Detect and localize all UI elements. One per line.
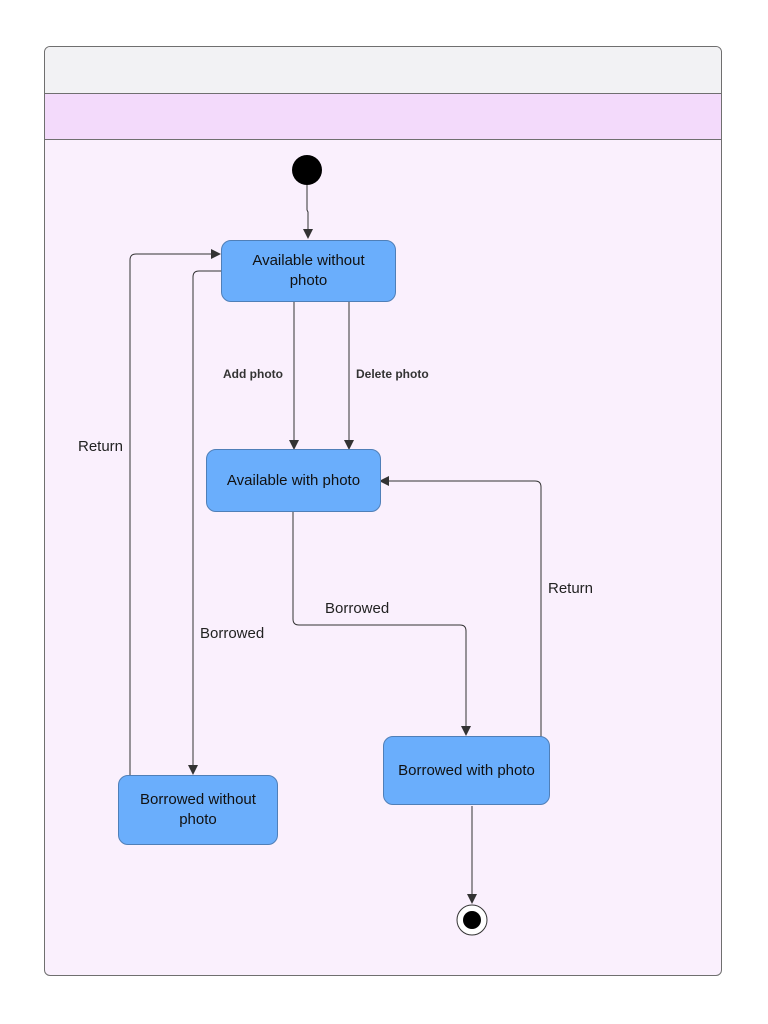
add-photo-label: Add photo: [223, 367, 283, 381]
state-label: Borrowed with photo: [398, 761, 535, 779]
initial-transition: [303, 185, 313, 239]
frame-subheader: [45, 94, 721, 140]
state-borrowed-with-photo: Borrowed with photo: [383, 736, 550, 805]
initial-node: [292, 155, 322, 185]
return-right-transition: [379, 476, 542, 737]
final-node-core: [463, 911, 481, 929]
return-left-transition: [129, 249, 221, 775]
borrowed-center-label: Borrowed: [325, 600, 390, 617]
state-borrowed-without-photo: Borrowed without photo: [118, 775, 278, 845]
return-right-label: Return: [548, 580, 594, 597]
state-label: Available with photo: [226, 471, 361, 489]
delete-photo-label: Delete photo: [356, 367, 429, 381]
state-available-with-photo: Available with photo: [206, 449, 381, 512]
borrowed-left-label: Borrowed: [200, 625, 265, 642]
state-label: Available without photo: [252, 252, 365, 289]
borrowed-with-photo-transition: [292, 512, 471, 736]
borrowed-without-photo-transition: [188, 270, 221, 775]
state-label: Borrowed without photo: [140, 791, 256, 828]
return-left-label: Return: [78, 438, 124, 455]
frame-header: [45, 47, 721, 94]
state-available-without-photo: Available without photo: [221, 240, 396, 302]
